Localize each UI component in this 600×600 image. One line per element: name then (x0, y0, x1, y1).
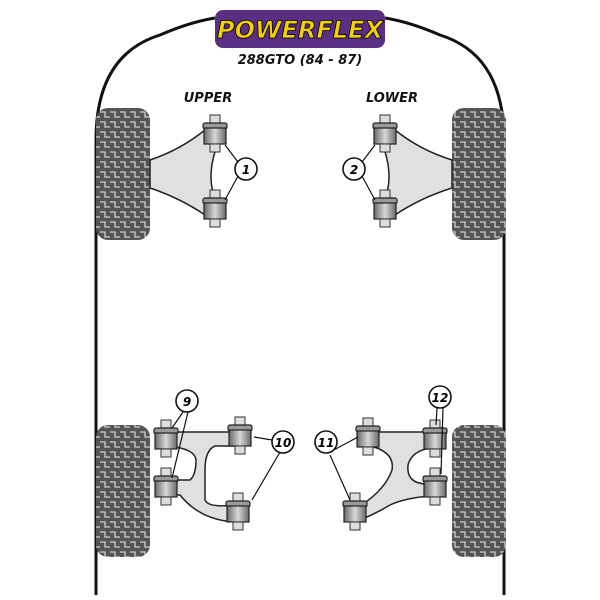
svg-text:1: 1 (242, 163, 250, 177)
rear-left-arm (167, 431, 239, 523)
car-body-outline (94, 16, 506, 595)
bush-11a (355, 417, 381, 456)
callout-9: 9 (175, 389, 199, 413)
lower-heading: LOWER (366, 91, 418, 106)
bush-12a (422, 419, 448, 458)
svg-text:POWERFLEX: POWERFLEX (217, 16, 384, 44)
callout-10: 10 (271, 430, 295, 454)
powerflex-logo: POWERFLEX (215, 10, 385, 48)
callout-1: 1 (234, 157, 258, 181)
svg-text:2: 2 (350, 163, 358, 177)
front-upper-wishbone (149, 129, 224, 216)
rear-right-arm (359, 431, 433, 522)
callout-2: 2 (342, 157, 366, 181)
upper-heading: UPPER (184, 91, 233, 106)
front-right-wheel (452, 108, 506, 240)
front-left-wheel (96, 108, 150, 240)
svg-text:9: 9 (183, 395, 191, 409)
svg-text:10: 10 (275, 436, 292, 450)
rear-left-wheel (96, 425, 150, 557)
callout-11: 11 (314, 430, 338, 454)
svg-text:12: 12 (432, 391, 449, 405)
bush-9b (153, 467, 179, 506)
bush-10b (225, 492, 251, 531)
leader-lines (171, 144, 444, 501)
bush-12b (422, 467, 448, 506)
rear-right-wheel (452, 425, 506, 557)
svg-text:11: 11 (318, 436, 335, 450)
bush-10a (227, 416, 253, 455)
callout-12: 12 (428, 385, 452, 409)
bush-11b (342, 492, 368, 531)
model-title: 288GTO (84 - 87) (238, 53, 363, 68)
front-lower-wishbone (376, 129, 453, 216)
